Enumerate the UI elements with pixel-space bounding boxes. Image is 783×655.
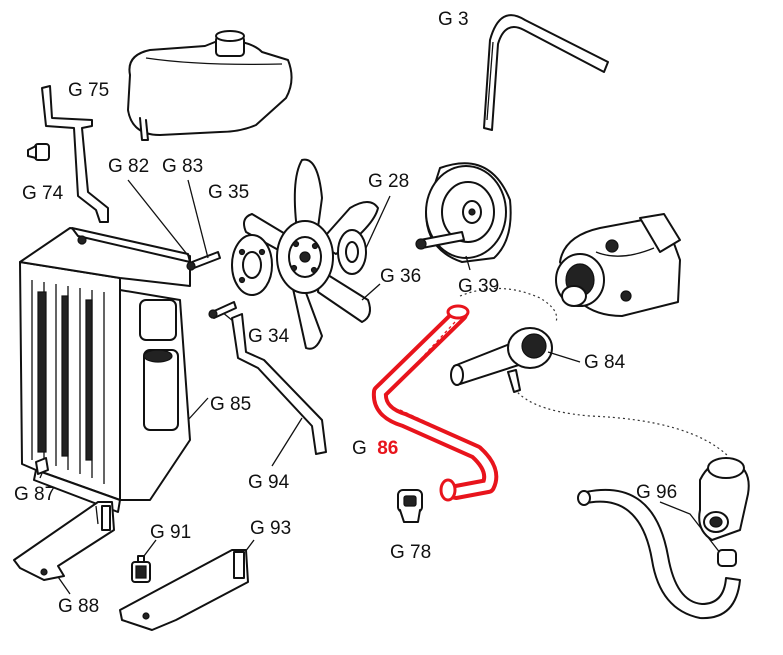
label-g86-number: 86 (377, 438, 398, 459)
leader-g28 (365, 195, 391, 249)
radiator-foot-part[interactable] (35, 457, 49, 475)
label-g35: G 35 (208, 182, 249, 203)
expansion-tank-part[interactable] (127, 30, 293, 141)
leader-g82 (127, 179, 191, 259)
radiator-bolt-part[interactable] (186, 251, 221, 271)
label-g78: G 78 (390, 542, 431, 563)
label-g87: G 87 (14, 484, 55, 505)
label-g83: G 83 (162, 156, 203, 177)
mounting-screw-part[interactable] (131, 555, 151, 583)
label-g82: G 82 (108, 156, 149, 177)
label-g91: G 91 (150, 522, 191, 543)
leader-g39 (465, 255, 471, 271)
fan-spacer-part[interactable] (231, 234, 273, 296)
coolant-pipe-part[interactable] (450, 327, 553, 393)
hose-routing-dashed-line (459, 287, 558, 323)
radiator-stay-bracket-part[interactable] (231, 313, 327, 455)
label-g86-prefix: G (352, 438, 367, 459)
drive-belt-part[interactable] (483, 14, 609, 131)
label-g86: G 86 (352, 438, 398, 459)
label-g85: G 85 (210, 394, 251, 415)
label-g28: G 28 (368, 171, 409, 192)
hose-routing-dashed-line-lower (509, 379, 729, 457)
label-g3: G 3 (438, 9, 469, 30)
water-pump-housing-part[interactable] (555, 213, 681, 317)
bleed-plug-part[interactable] (27, 143, 50, 161)
radiator-upper-bracket-part[interactable] (41, 85, 109, 223)
label-g94: G 94 (248, 472, 290, 493)
bracket-bolt-part[interactable] (208, 301, 237, 319)
label-g75: G 75 (68, 80, 109, 101)
leader-g83 (187, 179, 209, 259)
label-g34: G 34 (248, 326, 290, 347)
label-g96: G 96 (636, 482, 677, 503)
cooling-fan-part[interactable] (243, 158, 379, 350)
leader-g91 (143, 539, 157, 557)
lower-mounting-bracket-left-part[interactable] (13, 501, 115, 581)
water-pump-pulley-part[interactable] (415, 162, 512, 263)
label-g39: G 39 (458, 276, 499, 297)
fan-hub-part[interactable] (337, 229, 367, 275)
label-g93: G 93 (250, 518, 291, 539)
lower-mounting-bracket-right-part[interactable] (119, 549, 249, 631)
leader-g94 (271, 417, 303, 467)
leader-g96 (659, 501, 725, 559)
lower-radiator-hose-part[interactable] (371, 304, 499, 502)
leader-g85 (187, 397, 209, 421)
leader-g84 (547, 351, 581, 363)
thermostat-valve-part[interactable] (698, 457, 750, 567)
hose-clip-part[interactable] (397, 489, 423, 523)
label-g74: G 74 (22, 183, 64, 204)
label-g84: G 84 (584, 352, 626, 373)
label-g88: G 88 (58, 596, 99, 617)
label-g36: G 36 (380, 266, 421, 287)
leader-g36 (361, 283, 381, 301)
heater-hose-part[interactable] (577, 488, 741, 620)
